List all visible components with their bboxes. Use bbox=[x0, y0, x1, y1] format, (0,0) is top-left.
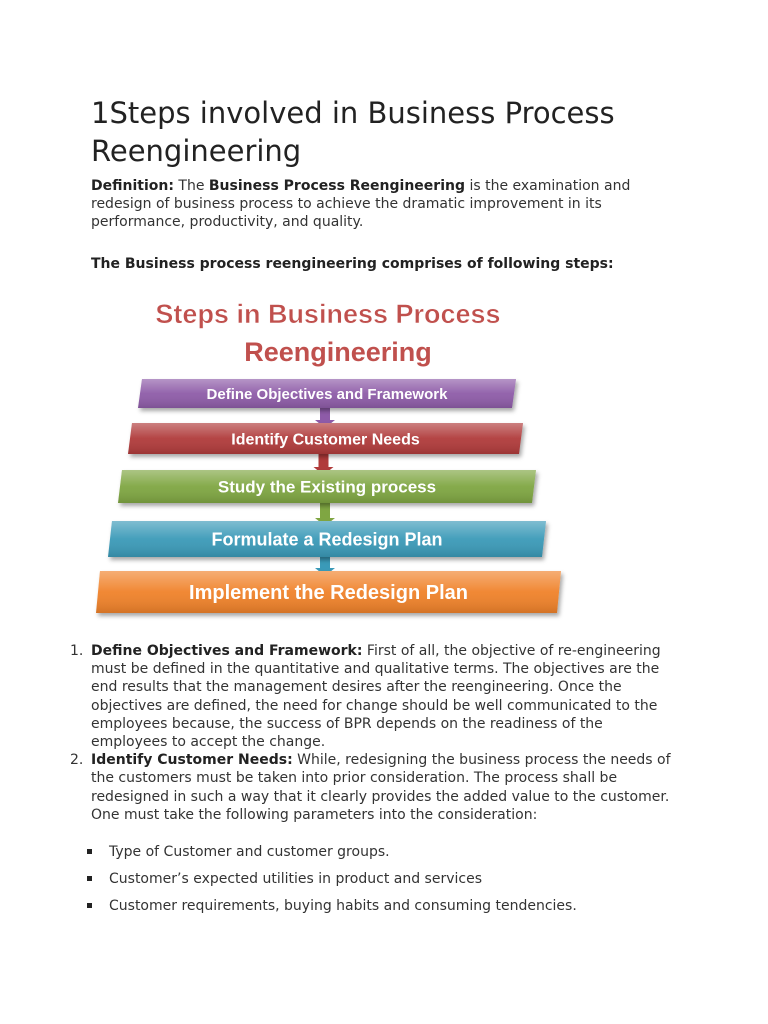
down-arrow-icon bbox=[315, 499, 335, 526]
list-number: 2. bbox=[70, 752, 84, 769]
bullet-text: Type of Customer and customer groups. bbox=[109, 844, 390, 860]
bullet-item: Customer requirements, buying habits and… bbox=[86, 897, 577, 915]
definition-pre: The bbox=[173, 178, 209, 194]
bpr-steps-svg: Steps in Business Process Reengineering … bbox=[96, 299, 561, 613]
step-banner-1: Define Objectives and Framework bbox=[138, 379, 516, 408]
down-arrow-icon bbox=[315, 553, 335, 576]
bpr-steps-diagram: Steps in Business Process Reengineering … bbox=[90, 288, 570, 623]
definition-label: Definition: bbox=[91, 178, 174, 194]
step-banner-4: Formulate a Redesign Plan bbox=[108, 521, 546, 557]
definition-term: Business Process Reengineering bbox=[208, 178, 465, 194]
list-item-text: While, redesigning the business process … bbox=[91, 752, 671, 823]
step-banner-gloss bbox=[138, 379, 516, 408]
list-item-text: First of all, the objective of re-engine… bbox=[91, 643, 661, 751]
step-banner-gloss bbox=[128, 423, 523, 454]
diagram-title-line2: Reengineering bbox=[244, 337, 432, 367]
bullet-text: Customer requirements, buying habits and… bbox=[109, 898, 577, 914]
list-number: 1. bbox=[70, 643, 84, 659]
square-bullet-icon bbox=[87, 849, 92, 854]
step-banner-gloss bbox=[118, 470, 536, 503]
page-title: 1Steps involved in Business Process Reen… bbox=[91, 96, 615, 168]
list-item-heading: Define Objectives and Framework: bbox=[91, 643, 363, 659]
list-item-step-2: 2. Identify Customer Needs: While, redesi… bbox=[70, 751, 680, 824]
step-banner-2: Identify Customer Needs bbox=[128, 423, 523, 454]
step-banner-label: Formulate a Redesign Plan bbox=[211, 529, 442, 549]
definition-paragraph: Definition: The Business Process Reengin… bbox=[91, 177, 691, 231]
diagram-title-line1: Steps in Business Process bbox=[155, 299, 500, 329]
down-arrow-icon bbox=[313, 450, 334, 475]
bullet-item: Customer’s expected utilities in product… bbox=[86, 870, 577, 888]
bullet-text: Customer’s expected utilities in product… bbox=[109, 871, 482, 887]
numbered-steps-list: 1. Define Objectives and Framework: First… bbox=[70, 642, 680, 824]
steps-intro: The Business process reengineering compr… bbox=[91, 256, 614, 272]
down-arrow-icon bbox=[315, 404, 335, 428]
step-banner-gloss bbox=[96, 571, 561, 613]
square-bullet-icon bbox=[87, 903, 92, 908]
step-banner-label: Study the Existing process bbox=[218, 478, 436, 497]
customer-parameters-list: Type of Customer and customer groups. Cu… bbox=[86, 843, 577, 924]
square-bullet-icon bbox=[87, 876, 92, 881]
definition-text: is the examination and redesign of busin… bbox=[91, 178, 631, 230]
step-banner-label: Implement the Redesign Plan bbox=[189, 582, 468, 604]
step-banner-5: Implement the Redesign Plan bbox=[96, 571, 561, 613]
step-banner-label: Define Objectives and Framework bbox=[207, 386, 449, 403]
step-banner-3: Study the Existing process bbox=[118, 470, 536, 503]
step-banner-label: Identify Customer Needs bbox=[231, 431, 420, 448]
list-item-step-1: 1. Define Objectives and Framework: First… bbox=[70, 642, 680, 751]
list-item-heading: Identify Customer Needs: bbox=[91, 752, 293, 769]
bullet-item: Type of Customer and customer groups. bbox=[86, 843, 577, 861]
step-banner-gloss bbox=[108, 521, 546, 557]
